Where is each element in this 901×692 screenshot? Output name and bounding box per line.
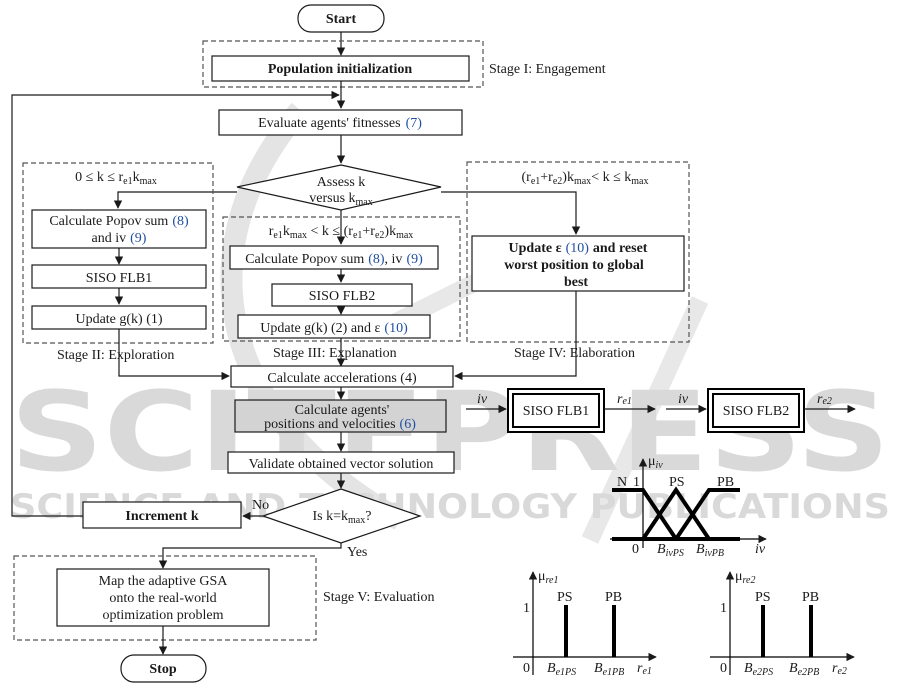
stage4-boundary	[466, 161, 690, 343]
svg-text:positions and velocities(6): positions and velocities(6)	[264, 417, 416, 432]
stage3-popov-box: Calculate Popov sum(8), iv(9)	[229, 245, 439, 270]
svg-text:worst position to global: worst position to global	[504, 258, 644, 273]
stage1-boundary	[202, 40, 484, 88]
svg-text:Update ε(10)and reset: Update ε(10)and reset	[509, 241, 648, 256]
svg-text:Calculate accelerations (4): Calculate accelerations (4)	[267, 371, 417, 386]
iv-zero: 0	[632, 542, 639, 557]
flb2-block: iv SISO FLB2 re2	[666, 388, 856, 433]
accelerations-box: Calculate accelerations (4)	[230, 365, 454, 388]
assess-line1: Assess k	[317, 175, 366, 190]
start-label: Start	[326, 12, 357, 27]
re1-set-pb: PB	[605, 590, 622, 605]
flb2-label: SISO FLB2	[723, 404, 790, 419]
stage4-update-box: Update ε(10)and reset worst position to …	[471, 235, 685, 292]
re2-x-label: re2	[832, 661, 847, 677]
re2-y-label: μre2	[735, 569, 755, 586]
stage3-update-box: Update g(k) (2) and ε(10)	[237, 314, 431, 339]
stage3-boundary	[222, 216, 461, 342]
svg-text:Is k=kmax?: Is k=kmax?	[313, 509, 372, 526]
stage4-condition: (re1+re2)kmax< k ≤ kmax	[522, 170, 649, 187]
stage4-label: Stage IV: Elaboration	[514, 346, 635, 361]
iv-y-label: μiv	[648, 454, 663, 471]
stage2-popov-box: Calculate Popov sum(8) and iv(9)	[31, 209, 207, 249]
iv-tick-ps: BivPS	[657, 542, 684, 559]
svg-text:Calculate agents': Calculate agents'	[295, 403, 390, 418]
iv-membership-plot: μiv N 1 PS PB 0 BivPS BivPB iv	[610, 454, 767, 559]
re1-tick-ps: Be1PS	[547, 661, 576, 678]
population-init-box: Population initialization	[211, 55, 470, 82]
map-box: Map the adaptive GSA onto the real-world…	[56, 568, 270, 627]
evaluate-box: Evaluate agents' fitnesses (7)	[218, 109, 463, 136]
iv-mf-pb	[643, 488, 740, 541]
re2-tick-pb: Be2PB	[789, 661, 819, 678]
flb1-input: iv	[477, 392, 488, 407]
yes-label: Yes	[347, 545, 367, 560]
stage3-condition: re1kmax < k ≤ (re1+re2)kmax	[269, 224, 414, 241]
svg-text:Calculate Popov sum(8), iv(9): Calculate Popov sum(8), iv(9)	[245, 252, 423, 267]
svg-text:best: best	[564, 275, 588, 290]
iv-set-pb: PB	[717, 475, 734, 490]
re2-membership-plot: μre2 1 PS PB 0 Be2PS Be2PB re2	[710, 569, 855, 678]
increment-box: Increment k	[82, 501, 242, 529]
assess-line2: versus k	[309, 191, 355, 206]
evaluate-ref: (7)	[406, 116, 423, 131]
svg-text:SISO FLB1: SISO FLB1	[86, 271, 153, 286]
svg-text:onto the real-world: onto the real-world	[109, 591, 216, 606]
iv-set-ps: PS	[669, 475, 685, 490]
stage2-update-box: Update g(k) (1)	[31, 305, 207, 330]
stop-label: Stop	[149, 662, 176, 677]
svg-text:Increment k: Increment k	[125, 509, 198, 524]
re1-tick-pb: Be1PB	[594, 661, 624, 678]
iv-one: 1	[633, 475, 640, 490]
re2-one: 1	[720, 601, 727, 616]
svg-text:Update g(k) (2) and ε(10): Update g(k) (2) and ε(10)	[260, 321, 408, 336]
re2-set-ps: PS	[755, 590, 771, 605]
evaluate-label: Evaluate agents' fitnesses	[258, 116, 400, 131]
iv-set-n: N	[617, 475, 627, 490]
flb1-block: iv SISO FLB1 re1	[466, 388, 656, 433]
svg-text:optimization problem: optimization problem	[103, 608, 224, 623]
flb2-output: re2	[817, 392, 832, 407]
re1-x-label: re1	[637, 661, 652, 677]
re1-y-label: μre1	[538, 569, 558, 586]
iv-x-label: iv	[755, 542, 766, 557]
re1-set-ps: PS	[557, 590, 573, 605]
stop-terminal: Stop	[120, 654, 207, 683]
stage5-label: Stage V: Evaluation	[323, 590, 434, 605]
termination-decision: Is k=kmax?	[261, 488, 422, 544]
validate-box: Validate obtained vector solution	[227, 451, 455, 474]
stage2-flb1-box: SISO FLB1	[31, 264, 207, 289]
re1-one: 1	[523, 601, 530, 616]
svg-text:Map the adaptive GSA: Map the adaptive GSA	[99, 574, 229, 589]
stage5-boundary	[13, 555, 317, 641]
stage2-condition: 0 ≤ k ≤ re1kmax	[75, 170, 157, 187]
re2-tick-ps: Be2PS	[744, 661, 773, 678]
re2-zero: 0	[720, 661, 727, 676]
positions-box: Calculate agents' positions and velociti…	[234, 399, 447, 433]
re2-set-pb: PB	[802, 590, 819, 605]
population-init-label: Population initialization	[268, 62, 413, 77]
svg-text:Evaluate agents' fitnesses(7): Evaluate agents' fitnesses (7)	[258, 116, 422, 131]
flb1-output: re1	[617, 392, 632, 407]
svg-text:Calculate Popov sum(8): Calculate Popov sum(8)	[49, 214, 189, 229]
svg-text:Update g(k) (1): Update g(k) (1)	[75, 312, 162, 327]
start-terminal: Start	[297, 4, 385, 33]
svg-text:Validate obtained vector solut: Validate obtained vector solution	[249, 457, 434, 472]
flb2-input: iv	[678, 392, 689, 407]
stage1-label: Stage I: Engagement	[489, 62, 606, 77]
stage3-label: Stage III: Explanation	[273, 346, 397, 361]
stage2-label: Stage II: Exploration	[57, 348, 174, 363]
assess-line2-sub: max	[356, 197, 373, 208]
stage2-boundary	[22, 162, 214, 344]
re1-membership-plot: μre1 1 PS PB 0 Be1PS Be1PB re1	[513, 569, 657, 678]
re1-zero: 0	[523, 661, 530, 676]
no-label: No	[252, 498, 269, 513]
flb1-label: SISO FLB1	[523, 404, 590, 419]
svg-text:and iv(9): and iv(9)	[92, 231, 147, 246]
svg-text:SISO FLB2: SISO FLB2	[309, 289, 376, 304]
stage3-flb2-box: SISO FLB2	[271, 283, 413, 307]
svg-text:versus kmax: versus kmax	[309, 191, 373, 208]
iv-tick-pb: BivPB	[696, 542, 724, 559]
